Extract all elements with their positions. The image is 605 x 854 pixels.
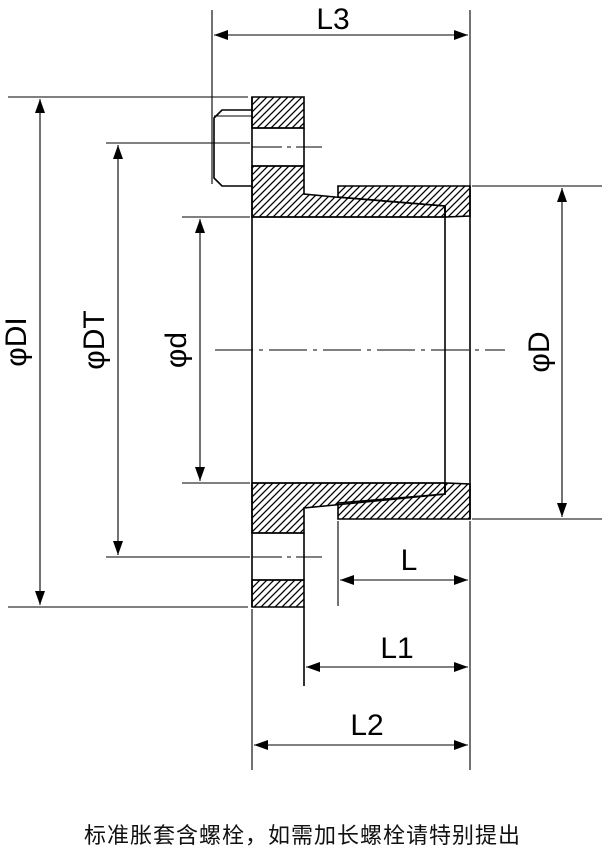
label-L1: L1 [380,632,413,665]
label-L3: L3 [316,3,349,36]
part-outlines [251,97,471,686]
label-L2: L2 [350,709,383,742]
label-DT: φDT [78,310,111,369]
label-DI: φDI [0,317,33,366]
flange-top-outer [251,96,305,129]
center-lines [215,146,505,558]
flange-bottom-outer [251,579,305,608]
label-L: L [401,544,418,577]
extension-lines [8,10,602,770]
hatched-sections [251,96,471,608]
dimension-lines [35,30,567,750]
bolt-head [213,109,252,187]
flange-drawing: L3 φDI φDT φd φD L L1 L2 [0,3,602,770]
label-D: φD [523,331,556,372]
dimension-labels: L3 φDI φDT φd φD L L1 L2 [0,3,556,742]
label-d: φd [160,332,193,368]
caption-note: 标准胀套含螺栓，如需加长螺栓请特别提出 [83,824,521,849]
